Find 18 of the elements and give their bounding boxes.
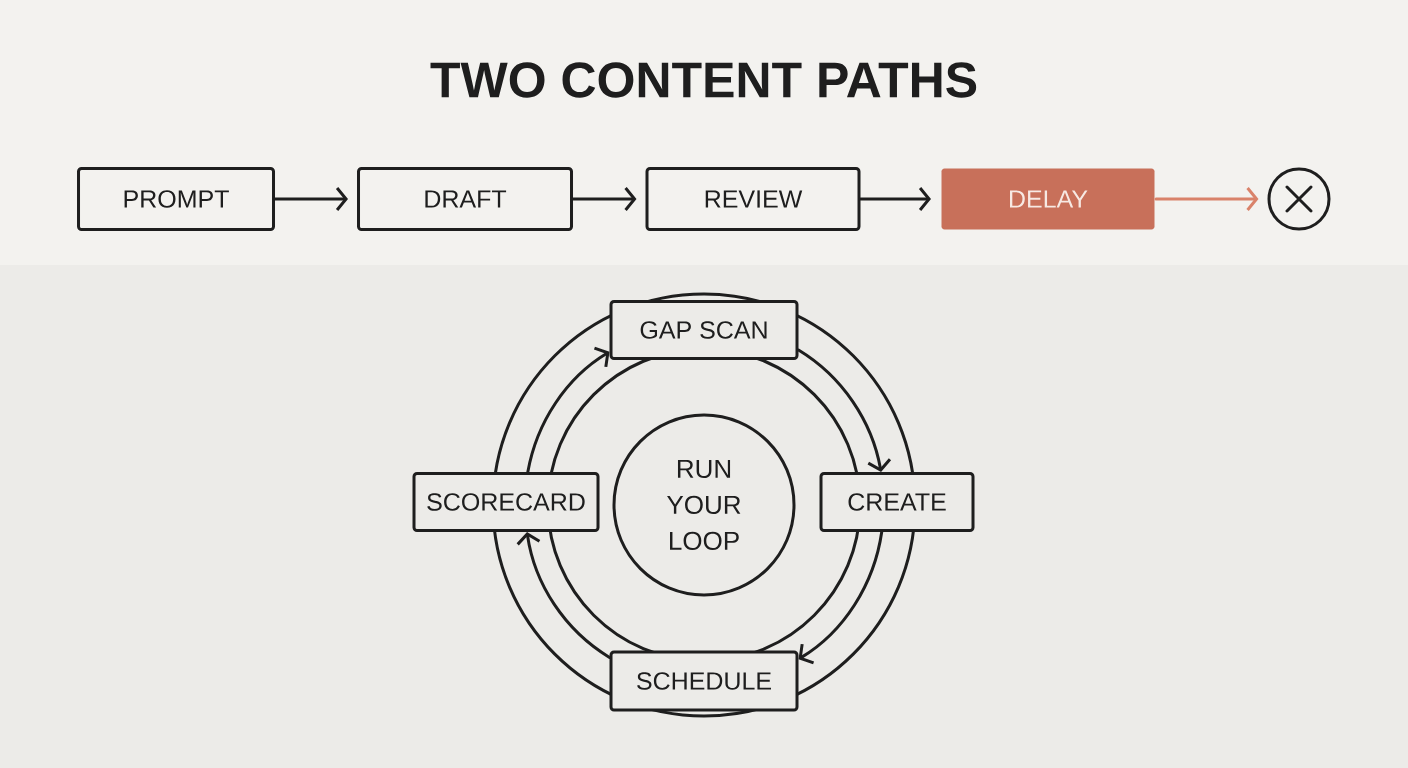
- process-box: REVIEW: [645, 167, 861, 231]
- process-box: SCHEDULE: [609, 650, 799, 712]
- arrow: [798, 530, 884, 665]
- process-box: CREATE: [819, 472, 975, 532]
- process-box: GAP SCAN: [609, 300, 799, 360]
- arrow: [1154, 187, 1259, 211]
- arrow: [516, 532, 611, 659]
- arrow: [859, 187, 931, 211]
- title: TWO CONTENT PATHS: [430, 62, 977, 98]
- highlight-box: DELAY: [941, 168, 1155, 230]
- arrow: [526, 346, 610, 474]
- arrow: [797, 348, 892, 472]
- arrow: [273, 187, 348, 211]
- process-box: PROMPT: [77, 167, 275, 231]
- process-box: SCORECARD: [412, 472, 600, 532]
- cross-circle: [1267, 167, 1331, 231]
- process-box: DRAFT: [357, 167, 573, 231]
- arrow: [571, 187, 637, 211]
